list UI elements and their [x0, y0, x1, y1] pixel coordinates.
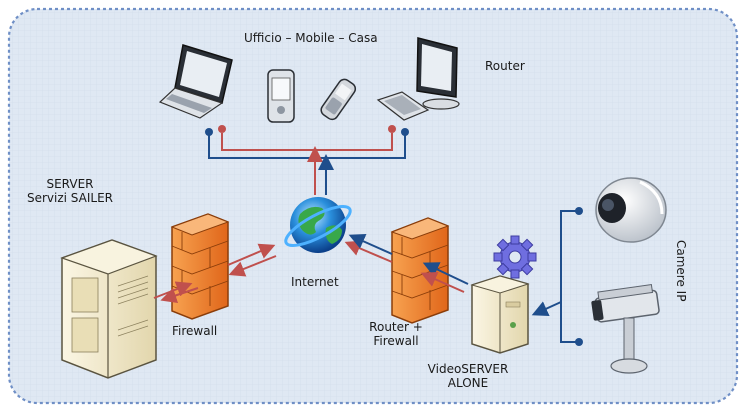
videoserver-line2: ALONE	[447, 376, 489, 390]
gear-icon	[493, 235, 537, 279]
devices-title: Ufficio – Mobile – Casa	[244, 31, 378, 45]
videoserver-line1: VideoSERVER	[427, 362, 509, 376]
camera-bus-lines	[531, 207, 583, 346]
laptop-icon	[158, 44, 233, 119]
bullet-camera-icon	[591, 283, 660, 374]
router-label: Router	[485, 59, 525, 73]
dome-camera-icon	[595, 177, 667, 243]
router-firewall-line2: Firewall	[373, 334, 419, 348]
left-link-arrows	[153, 243, 277, 304]
device-bus-lines	[205, 125, 409, 195]
cameras-label: Camere IP	[674, 240, 688, 302]
router-firewall-icon	[390, 217, 450, 324]
phone-icon	[320, 78, 357, 121]
server-icon	[60, 239, 158, 379]
pda-icon	[267, 69, 295, 123]
firewall-label: Firewall	[172, 324, 218, 338]
server-title-line2: Servizi SAILER	[26, 191, 113, 205]
router-firewall-line1: Router +	[369, 320, 423, 334]
videoserver-icon	[470, 275, 530, 354]
globe-icon	[284, 197, 352, 253]
desktop-icon	[376, 37, 460, 121]
firewall-icon	[170, 213, 230, 320]
right-link-arrows	[344, 233, 469, 293]
internet-label: Internet	[291, 275, 339, 289]
server-title-line1: SERVER	[46, 177, 94, 191]
